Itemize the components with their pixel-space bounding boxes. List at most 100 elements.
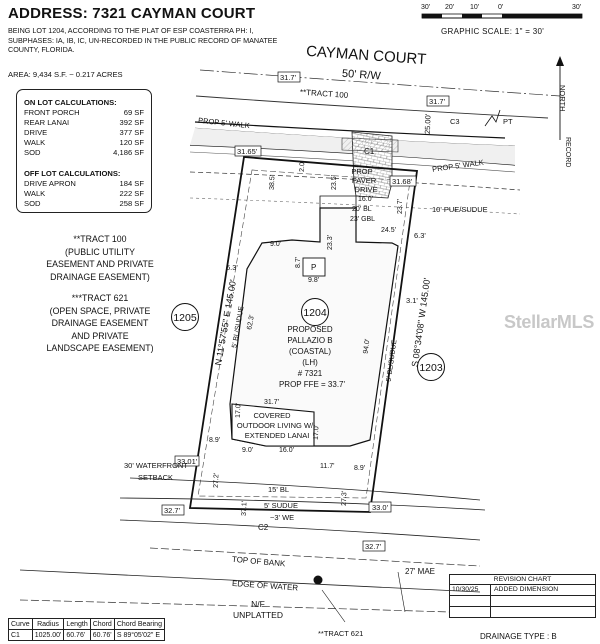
dimension-label: 23.3' (327, 235, 334, 250)
tract100-label: **TRACT 100 (300, 88, 349, 100)
graphic-scale-label: GRAPHIC SCALE: 1" = 30' (441, 27, 545, 36)
lanai-label: COVERED (253, 411, 291, 420)
curve-label: C3 (450, 117, 460, 126)
house-label: PALLAZIO B (287, 336, 332, 345)
dimension-label: 37.1' (241, 501, 249, 516)
lanai-label: EXTENDED LANAI (245, 431, 310, 440)
dimension-label: 33.0' (372, 503, 389, 512)
west-boundary-bearing: N 11°57'55" E 145.00' (213, 278, 238, 366)
waterfront-setback: SETBACK (138, 473, 173, 482)
dimension-label: 23.5' (331, 175, 338, 190)
curve-table-header: Curve Radius Length Chord Chord Bearing (8, 618, 165, 630)
house-label: PROPOSED (287, 325, 333, 334)
address-title: ADDRESS: 7321 CAYMAN COURT (8, 5, 256, 22)
dimension-label: 32.7' (365, 542, 382, 551)
dimension-label: 31.7' (280, 73, 297, 82)
scale-tick: 0' (498, 4, 504, 11)
legal-description: BEING LOT 1204, ACCORDING TO THE PLAT OF… (8, 26, 298, 55)
curve-table: Curve Radius Length Chord Chord Bearing … (8, 618, 165, 641)
walk-label: PROP 5' WALK (198, 116, 251, 130)
revision-chart-title: REVISION CHART (450, 575, 595, 585)
paver-label: PROP (351, 167, 372, 176)
dimension-label: 9.0' (270, 241, 281, 248)
scale-tick: 10' (470, 4, 480, 11)
scale-tick: 30' (572, 4, 582, 11)
dimension-label: 31.7' (429, 97, 446, 106)
setback-label: 15' BL (268, 485, 289, 494)
dimension-label: 17.0' (313, 425, 321, 440)
dimension-label: 31.65' (237, 147, 258, 156)
lot-number-1205: 1205 (173, 312, 197, 324)
dimension-label: 8.9' (209, 437, 220, 444)
dimension-label: 16.0' (279, 447, 294, 454)
house-label: PROP FFE = 33.7' (279, 380, 346, 389)
paver-label: DRIVE (355, 185, 378, 194)
dimension-label: 27.3' (341, 491, 349, 506)
dimension-label: 16.0' (358, 196, 373, 203)
dimension-label: 6.3' (226, 263, 238, 272)
dimension-label: 62.3' (246, 314, 255, 330)
setback-label: 5' SUDUE (264, 501, 298, 510)
dimension-label: 3.1' (406, 296, 418, 305)
top-of-bank-label: TOP OF BANK (232, 555, 287, 569)
revision-row (450, 596, 595, 607)
porch-label: P (311, 263, 316, 272)
dimension-label: 38.5' (269, 175, 277, 190)
dimension-label: 24.5' (381, 227, 396, 234)
off-lot-heading: OFF LOT CALCULATIONS: (24, 169, 121, 178)
waterfront-setback: 30' WATERFRONT (124, 461, 188, 470)
revision-row (450, 607, 595, 617)
watermark: StellarMLS (504, 312, 595, 332)
lanai-label: OUTDOOR LIVING W/ (237, 421, 314, 430)
dimension-label: 31.7' (264, 399, 279, 406)
record-label: RECORD (564, 137, 571, 167)
legal-line: BEING LOT 1204, ACCORDING TO THE PLAT OF… (8, 26, 254, 35)
tract621-label: **TRACT 621 (318, 629, 363, 638)
house-label: (LH) (302, 358, 318, 367)
dimension-label: 33.01' (177, 457, 198, 466)
dimension-label: 17.0' (235, 403, 243, 418)
dimension-label: 23' GBL (350, 216, 375, 223)
street-row: 50' R/W (342, 68, 382, 83)
dimension-label: 94.0' (362, 338, 371, 354)
unplatted-label: N/F (251, 599, 265, 609)
tract100-note: **TRACT 100 (PUBLIC UTILITY EASEMENT AND… (46, 234, 154, 282)
dimension-label: 6.3' (414, 231, 426, 240)
setback-label: 5' BL/SUDUE (386, 339, 399, 382)
legal-line: SUBPHASES: IA, IB, IC, UN-RECORDED IN TH… (8, 35, 278, 45)
drainage-type: DRAINAGE TYPE : B (480, 632, 557, 641)
paver-label: PAVER (352, 176, 377, 185)
dimension-label: 8.7' (295, 257, 302, 268)
dimension-label: 32.7' (164, 506, 181, 515)
dimension-label: 27.2' (213, 473, 221, 488)
curve-label: C2 (258, 523, 269, 532)
scale-tick: 20' (445, 4, 455, 11)
lot-number-1204: 1204 (303, 307, 327, 319)
dimension-label: 11.7' (320, 463, 334, 470)
north-label: NORTH (558, 85, 567, 112)
scale-tick: 30' (421, 4, 431, 11)
dimension-label: 25.00' (423, 113, 433, 134)
dimension-label: 23.7' (397, 199, 404, 214)
point-label: PT (503, 117, 513, 126)
dimension-label: 9.0' (242, 447, 253, 454)
house-label: # 7321 (298, 369, 323, 378)
easement-label: 10' PUE/SUDUE (432, 205, 488, 214)
legal-line: COUNTY, FLORIDA. (8, 45, 75, 55)
mae-label: 27' MAE (405, 567, 435, 576)
curve-label: C1 (364, 147, 375, 156)
lot-area: AREA: 9,434 S.F. ~ 0.217 ACRES (8, 70, 123, 79)
dimension-label: 20' BL (352, 206, 372, 213)
tract621-note: ***TRACT 621 (OPEN SPACE, PRIVATE DRAINA… (46, 293, 154, 353)
dimension-label: 9.8' (308, 277, 319, 284)
curve-table-row: C1 1025.00' 60.76' 60.76' S 89°05'02" E (8, 629, 165, 641)
